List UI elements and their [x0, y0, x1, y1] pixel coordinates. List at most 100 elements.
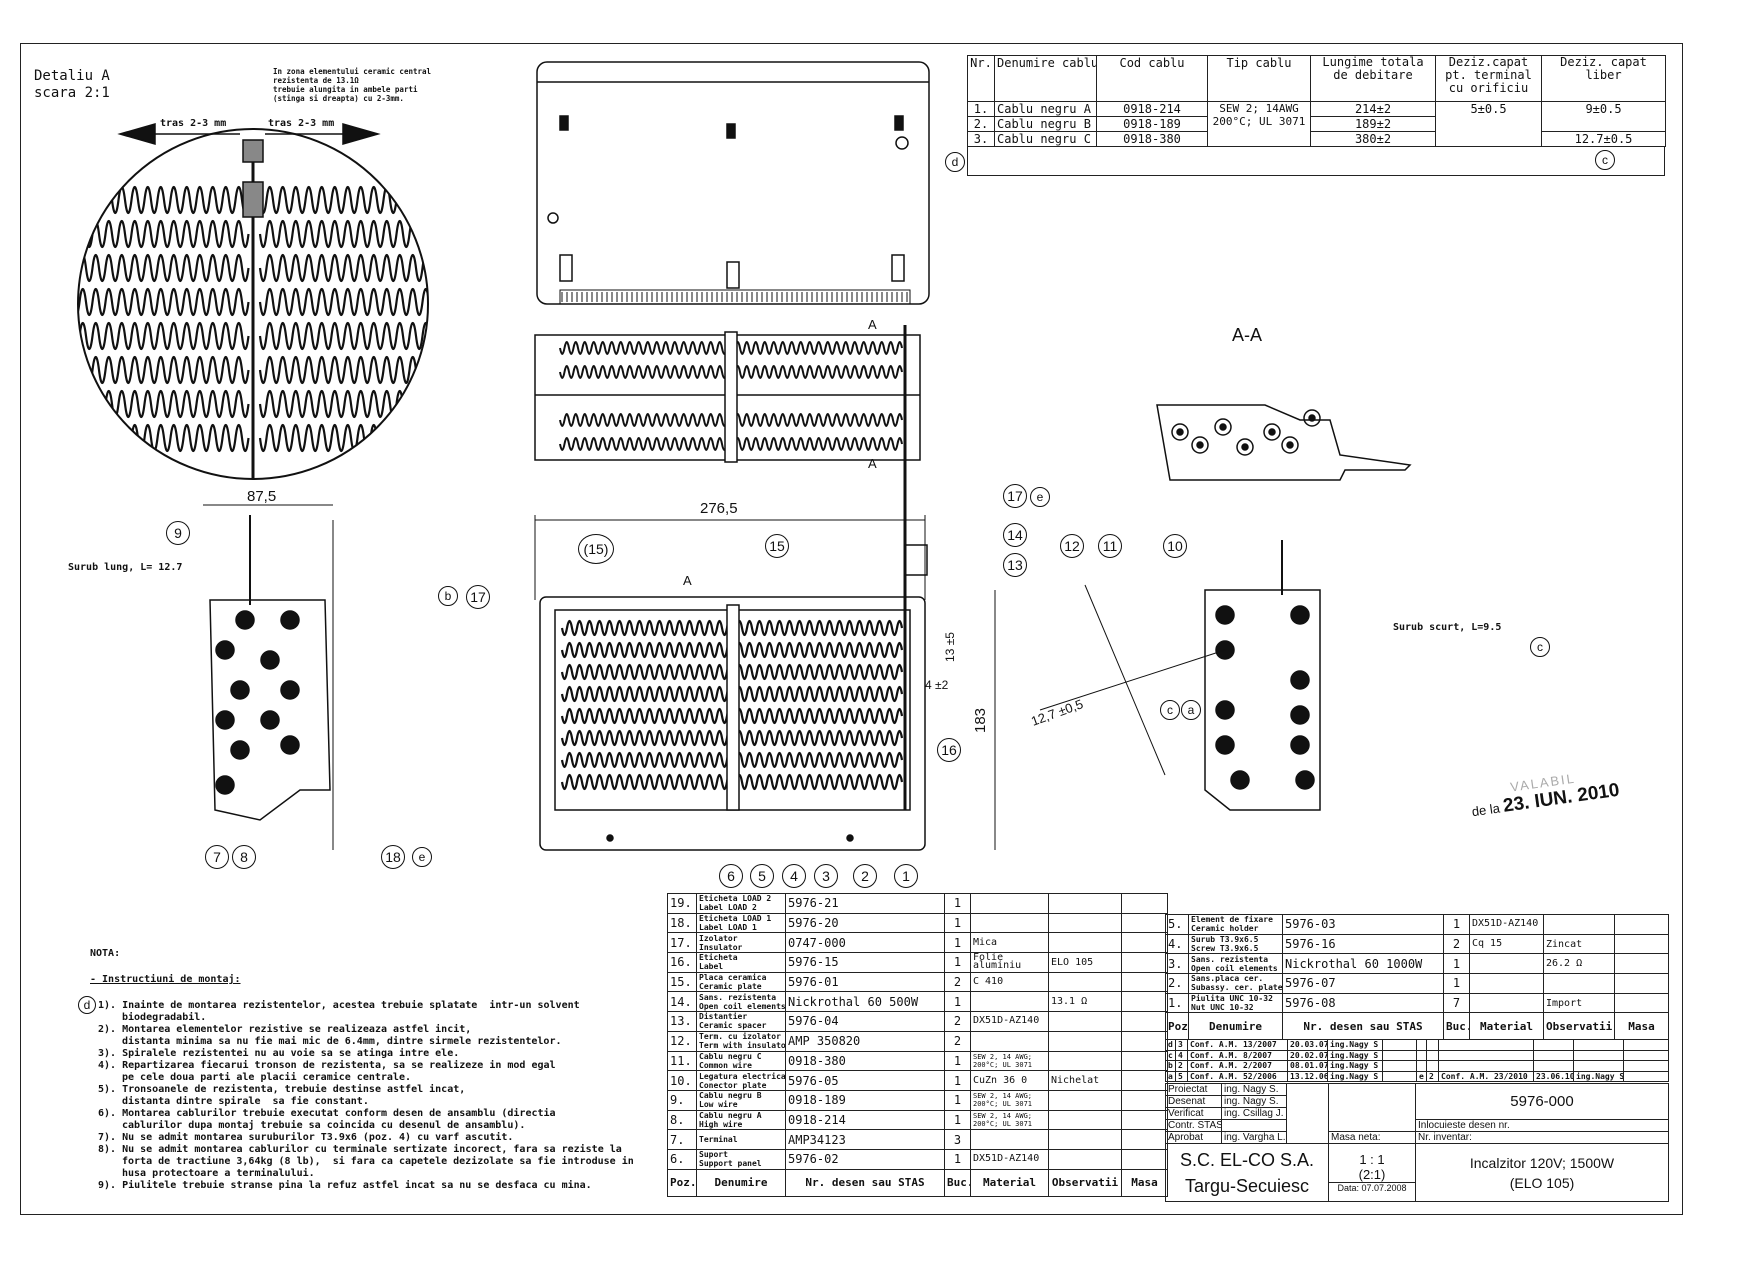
- part-name-ro: Sans.placa cer.: [1191, 974, 1264, 984]
- part-material: SEW 2, 14 AWG; 200°C; UL 3071: [970, 1089, 1049, 1111]
- part-name-en: Low wire: [699, 1100, 738, 1110]
- blank-cell: [1328, 1083, 1416, 1132]
- part-name-ro: Surub T3.9x6.5: [1191, 935, 1259, 945]
- long-screw-label: Surub lung, L= 12.7: [68, 562, 183, 573]
- part-position: 2.: [1165, 973, 1189, 994]
- note-item: 8). Nu se admit montarea cablurilor cu t…: [98, 1144, 634, 1179]
- part-name-en: Common wire: [699, 1060, 752, 1070]
- part-material: Cq 15: [1469, 933, 1544, 955]
- part-material: SEW 2, 14 AWG; 200°C; UL 3071: [970, 1050, 1049, 1072]
- part-drawing-no: AMP34123: [785, 1129, 945, 1150]
- revision-n: 2: [1426, 1070, 1439, 1082]
- part-mass: [1121, 932, 1168, 954]
- cell: 3.: [967, 131, 995, 147]
- part-mass: [1121, 1089, 1168, 1111]
- part-material: DX51D-AZ140: [970, 1148, 1049, 1170]
- note-line: (stinga si dreapta) cu 2-3mm.: [273, 94, 404, 103]
- note-line: rezistenta de 13.1Ω: [273, 76, 359, 85]
- dim-height: 183: [972, 707, 990, 734]
- revision-by: ing.Nagy S: [1327, 1039, 1383, 1051]
- company-name: S.C. EL-CO S.A.: [1179, 1149, 1315, 1170]
- drawing-number: 5976-000: [1415, 1083, 1669, 1120]
- part-qty: 2: [944, 971, 971, 993]
- part-notes: [1543, 973, 1615, 994]
- part-name-ro: Legatura electrica: [699, 1071, 786, 1081]
- part-qty: 1: [944, 991, 971, 1013]
- part-drawing-no: 0747-000: [785, 932, 945, 954]
- cell: 380±2: [1310, 131, 1436, 147]
- part-name-en: Ceramic plate: [699, 982, 762, 992]
- balloon-11: 11: [1098, 534, 1122, 558]
- part-name-en: Label LOAD 1: [699, 923, 757, 933]
- header-cell: Denumire: [696, 1168, 786, 1197]
- part-name-en: High wire: [699, 1119, 743, 1129]
- part-notes: [1048, 1050, 1122, 1072]
- detail-title: Detaliu A: [34, 68, 110, 84]
- revision-empty: [1416, 1060, 1427, 1072]
- part-name-en: Ceramic holder: [1191, 924, 1259, 934]
- pull-left-label: tras 2-3 mm: [160, 118, 227, 129]
- cut-mark: A: [868, 456, 877, 471]
- cut-mark: A: [868, 317, 877, 332]
- part-position: 4.: [1165, 933, 1189, 955]
- part-material: DX51D-AZ140: [970, 1011, 1049, 1032]
- header-cell: Nr. desen sau STAS: [785, 1168, 945, 1197]
- header-cell: Observatii: [1048, 1168, 1122, 1197]
- header-cell: Buc.: [944, 1168, 971, 1197]
- revision-date: 20.03.07: [1287, 1039, 1328, 1051]
- part-qty: 1: [944, 1109, 971, 1131]
- part-mass: [1614, 914, 1669, 935]
- part-drawing-no: 5976-01: [785, 971, 945, 993]
- revision-mark: b: [1165, 1060, 1176, 1072]
- part-drawing-no: Nickrothal 60 1000W: [1282, 953, 1444, 975]
- balloon-17: 17: [1003, 484, 1027, 508]
- part-notes: [1048, 1089, 1122, 1111]
- header-cell: Poz.: [667, 1168, 697, 1197]
- part-notes: Import: [1543, 992, 1615, 1014]
- revision-date: 23.06.10: [1533, 1070, 1574, 1082]
- revision-mark: c: [1165, 1049, 1176, 1061]
- part-position: 16.: [667, 952, 697, 973]
- note-item: 7). Nu se admit montarea suruburilor T3.…: [98, 1132, 514, 1143]
- balloon-3: 3: [814, 864, 838, 888]
- detail-a-note: In zona elementului ceramic central rezi…: [273, 67, 431, 103]
- part-drawing-no: 0918-214: [785, 1109, 945, 1131]
- balloon-18: 18: [381, 845, 405, 869]
- cell: 214±2: [1310, 101, 1436, 117]
- part-name: Sans.placa cer.Subassy. cer. plate: [1188, 973, 1283, 994]
- balloon-12: 12: [1060, 534, 1084, 558]
- part-position: 5.: [1165, 914, 1189, 935]
- cell: 189±2: [1310, 116, 1436, 132]
- cell: 2.: [967, 116, 995, 132]
- detail-a-view: [77, 123, 429, 480]
- part-mass: [1614, 973, 1669, 994]
- revision-by: ing.Nagy S: [1327, 1060, 1383, 1072]
- part-name-en: Label LOAD 2: [699, 903, 757, 913]
- revision-empty: [1426, 1039, 1439, 1051]
- part-notes: [1048, 1129, 1122, 1150]
- part-drawing-no: 5976-04: [785, 1011, 945, 1032]
- revision-empty: [1573, 1049, 1624, 1061]
- part-position: 12.: [667, 1030, 697, 1052]
- rev-mark-e: e: [1030, 487, 1050, 507]
- revision-empty: [1416, 1049, 1427, 1061]
- revision-text: Conf. A.M. 2/2007: [1187, 1060, 1288, 1072]
- part-mass: [1121, 1050, 1168, 1072]
- revision-empty: [1438, 1060, 1534, 1072]
